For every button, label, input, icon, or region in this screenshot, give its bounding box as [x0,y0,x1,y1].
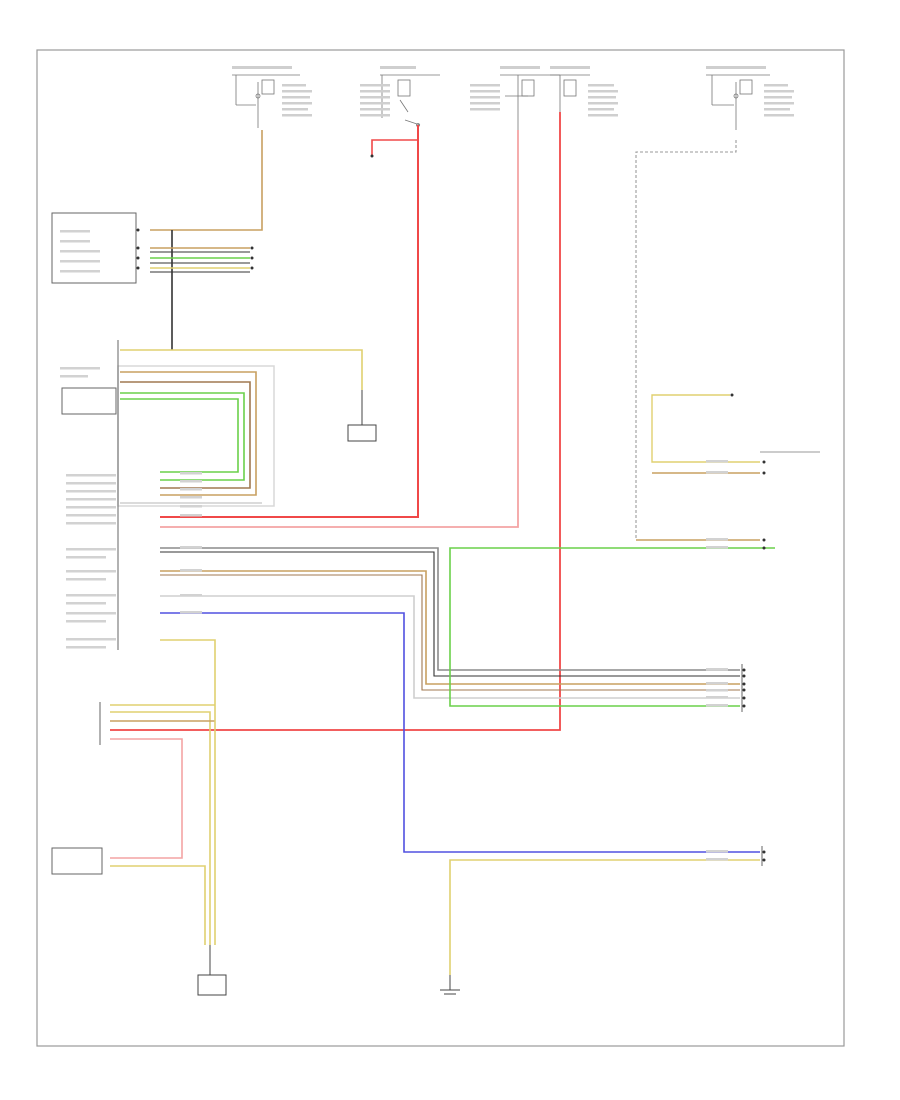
headlight-switch-wires [110,639,216,945]
wire-black-trunk [160,551,740,677]
ground-g1 [347,390,377,442]
wire-blue [160,612,760,853]
wire-green-trunk [449,547,775,707]
ground-g3 [440,975,460,995]
hot-header-4 [550,74,590,112]
hot-header-3 [500,74,560,130]
ignition-multi-wires [150,247,250,273]
wire-gray-trunk [160,547,740,671]
wire-yellow-2 [449,859,760,975]
ignition-switch-module [51,212,137,284]
wire-right-yellow [651,394,760,463]
ground-g2 [197,945,227,996]
wire-pink-1 [160,130,519,528]
rain-sensor [61,387,117,415]
rain-sensor-wires [120,371,262,504]
wire-right-gray-dashed [635,140,760,541]
wire-red-main [160,125,419,518]
wire-ignition-tan [150,130,263,231]
wire-brown-trunk [160,574,740,691]
pin-label-blocks [60,230,728,861]
headlight-control-module [51,847,103,875]
hot-header-1 [232,74,300,128]
connector-dots [136,154,766,862]
wire-white-trunk [160,595,740,699]
header-label-blocks [232,66,794,117]
wire-tan-trunk [160,570,740,685]
wire-red-2 [110,112,561,731]
wire-rain-yellow [120,349,363,390]
diagram-frame [36,49,845,1047]
hot-header-5 [706,74,770,130]
hot-header-2 [380,74,440,127]
wire-red-stub [371,139,418,156]
wire-pink-2 [110,738,183,859]
